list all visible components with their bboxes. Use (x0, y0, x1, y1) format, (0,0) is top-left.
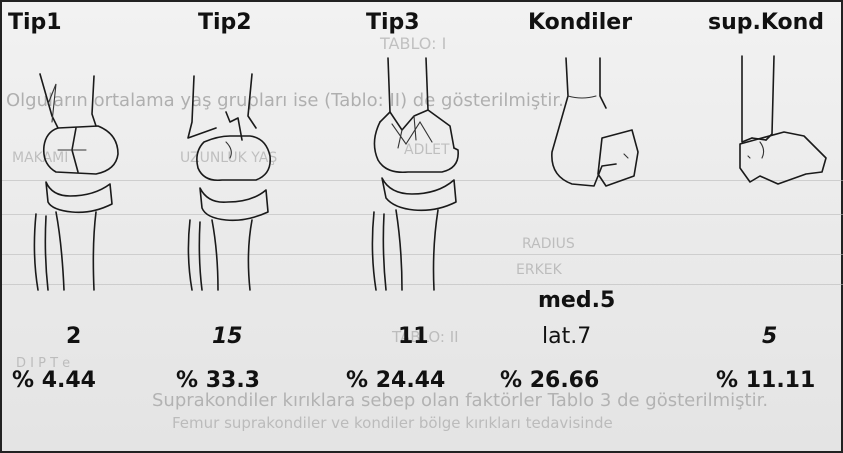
bleed-footer1: Suprakondiler kırıklara sebep olan faktö… (152, 390, 768, 411)
kondiler-med-count: med.5 (538, 288, 615, 313)
tip1-knee-drawing (22, 54, 132, 292)
kondiler-lat-count: lat.7 (542, 324, 591, 349)
tip1-percent: % 4.44 (12, 368, 96, 393)
tip3-count: 11 (398, 324, 429, 349)
tip2-percent: % 33.3 (176, 368, 260, 393)
tip1-count: 2 (66, 324, 81, 349)
sup-kond-femur-drawing (726, 54, 834, 204)
tip2-knee-drawing (174, 52, 286, 292)
bleed-table-title: TABLO: I (380, 34, 446, 53)
label-tip1: Tip1 (8, 10, 62, 35)
kondiler-percent: % 26.66 (500, 368, 599, 393)
bleed-row-erkek: ERKEK (516, 262, 562, 278)
bleed-row-radius: RADIUS (522, 236, 575, 252)
tip3-percent: % 24.44 (346, 368, 445, 393)
label-kondiler: Kondiler (528, 10, 632, 35)
label-tip2: Tip2 (198, 10, 252, 35)
sup-kond-count: 5 (762, 324, 777, 349)
tip3-knee-drawing (362, 52, 474, 292)
sup-kond-percent: % 11.11 (716, 368, 815, 393)
bleed-footer2: Femur suprakondiler ve kondiler bölge kı… (172, 414, 613, 432)
label-sup-kond: sup.Kond (708, 10, 824, 35)
kondiler-femur-drawing (542, 56, 652, 196)
label-tip3: Tip3 (366, 10, 420, 35)
tip2-count: 15 (212, 324, 243, 349)
